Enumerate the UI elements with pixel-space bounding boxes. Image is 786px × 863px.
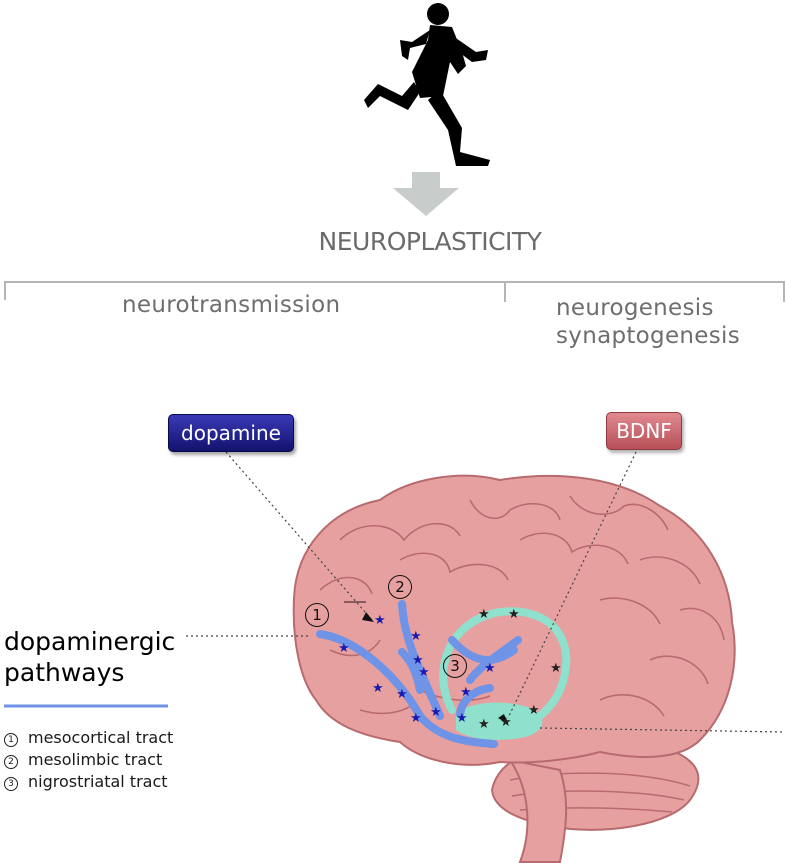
svg-text:★: ★: [410, 629, 422, 644]
branch-neurogenesis: neurogenesis synaptogenesis: [556, 294, 740, 350]
tract-number-2: 2: [388, 575, 412, 599]
legend-number-1: 1: [4, 733, 18, 747]
svg-text:★: ★: [456, 711, 468, 726]
svg-text:★: ★: [550, 661, 562, 676]
legend-number-2: 2: [4, 755, 18, 769]
dopamine-box: dopamine: [168, 414, 294, 452]
pathways-line2: pathways: [4, 658, 125, 687]
branch-neurotransmission: neurotransmission: [122, 292, 341, 318]
title-neuroplasticity: NEUROPLASTICITY: [318, 227, 542, 256]
tract-number-1: 1: [305, 603, 329, 627]
legend-label-3: nigrostriatal tract: [28, 772, 168, 791]
svg-text:★: ★: [478, 717, 490, 732]
svg-text:★: ★: [460, 685, 472, 700]
svg-text:★: ★: [338, 641, 350, 656]
legend-number-3: 3: [4, 777, 18, 791]
legend-label-1: mesocortical tract: [28, 728, 174, 747]
svg-text:★: ★: [372, 681, 384, 696]
legend-item-3: 3 nigrostriatal tract: [4, 772, 168, 791]
bracket-divider: [4, 281, 785, 302]
svg-text:★: ★: [430, 705, 442, 720]
runner-icon: [364, 3, 490, 166]
branch-neurogenesis-line1: neurogenesis: [556, 295, 714, 321]
svg-text:★: ★: [528, 703, 540, 718]
svg-text:★: ★: [478, 607, 490, 622]
dopamine-stars: ★ ★ ★ ★ ★ ★ ★ ★ ★ ★ ★ ★: [338, 613, 496, 726]
branch-neurogenesis-line2: synaptogenesis: [556, 323, 740, 349]
legend-item-2: 2 mesolimbic tract: [4, 750, 162, 769]
svg-text:★: ★: [500, 715, 512, 730]
bdnf-stars: ★ ★ ★ ★ ★ ★: [478, 607, 562, 732]
tract-number-3: 3: [443, 654, 467, 678]
connector-lines: [186, 451, 785, 733]
svg-text:★: ★: [410, 711, 422, 726]
legend-label-2: mesolimbic tract: [28, 750, 163, 769]
bdnf-box: BDNF: [606, 412, 682, 450]
svg-text:★: ★: [508, 607, 520, 622]
down-arrow-icon: [393, 172, 459, 216]
pathways-line1: dopaminergic: [4, 627, 176, 656]
legend-item-1: 1 mesocortical tract: [4, 728, 173, 747]
svg-text:★: ★: [412, 653, 424, 668]
svg-text:★: ★: [396, 687, 408, 702]
brain-illustration: [292, 474, 736, 863]
svg-text:★: ★: [374, 613, 386, 628]
svg-text:★: ★: [484, 661, 496, 676]
dopaminergic-pathways-label: dopaminergic pathways: [4, 626, 175, 688]
svg-text:★: ★: [418, 665, 430, 680]
